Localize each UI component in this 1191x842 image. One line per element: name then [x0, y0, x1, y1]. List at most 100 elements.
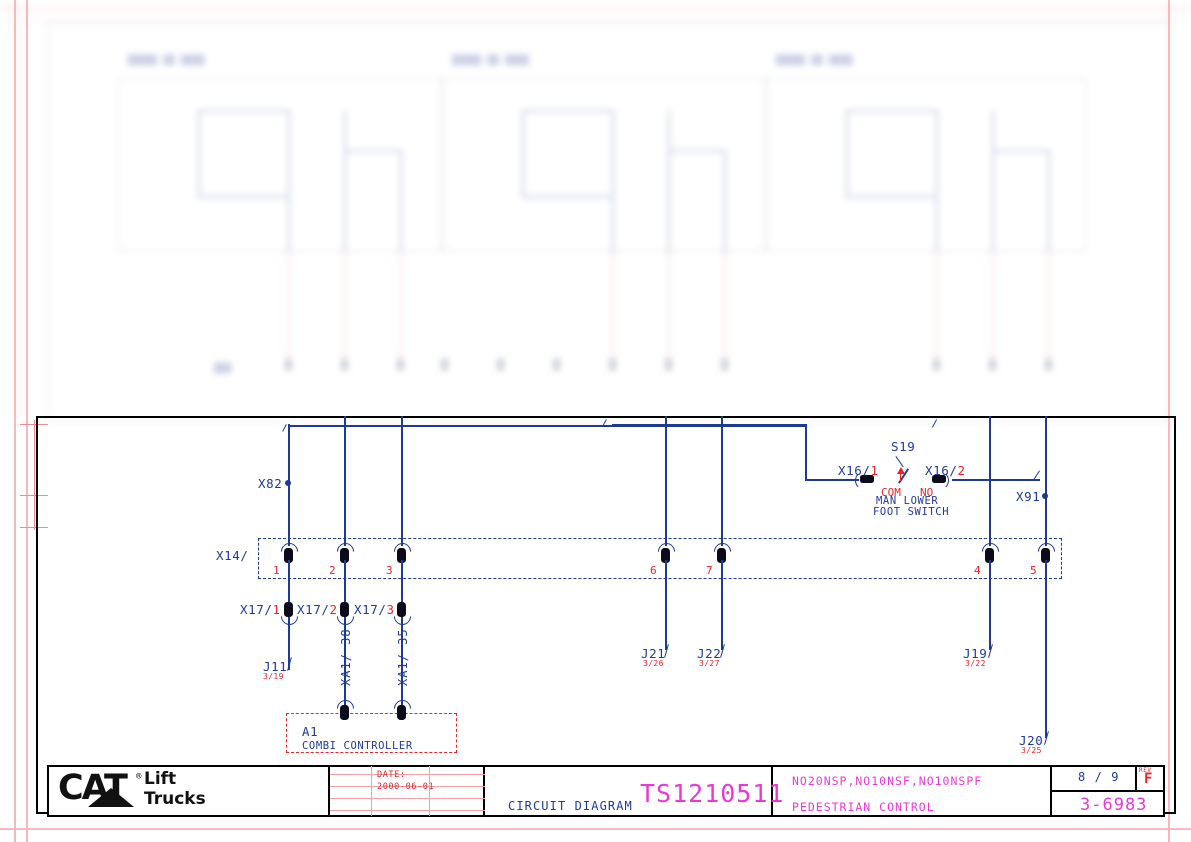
wire-x14-2-down	[344, 560, 346, 712]
s19-actuator-stem	[900, 472, 902, 481]
title-block	[47, 765, 1165, 817]
x16-2-pin	[932, 475, 946, 483]
wire-x14-7-down	[721, 560, 723, 650]
x14-pin-5-number: 5	[1030, 564, 1037, 577]
x17-1-pin	[284, 602, 293, 617]
label-j21: J21	[641, 646, 666, 661]
a1-pin-38	[340, 705, 349, 720]
label-x17-3: X17/3	[354, 602, 395, 617]
wire-x14-3-down	[401, 560, 403, 712]
a1-pin-35	[397, 705, 406, 720]
x17-2-pin	[340, 602, 349, 617]
s19-actuator-arrow-icon	[897, 467, 905, 474]
x14-pin-2-number: 2	[329, 564, 336, 577]
x14-pin-3	[397, 548, 406, 563]
margin-guide-right	[1168, 0, 1170, 842]
label-x17-3-prefix: X17/	[354, 602, 387, 617]
wire-col5-drop	[1045, 416, 1047, 546]
label-x82: X82	[258, 476, 283, 491]
node-x91	[1042, 493, 1048, 499]
x14-pin-6-number: 6	[650, 564, 657, 577]
x14-pin-1-number: 1	[273, 564, 280, 577]
model-list: NO20NSP,NO10NSF,NO10NSPF	[792, 774, 983, 788]
label-j21-ref: 3/26	[643, 659, 664, 668]
x14-pin-5	[1041, 548, 1050, 563]
logo-registered-icon: ®	[136, 772, 142, 782]
wire-x14-6-down	[665, 560, 667, 650]
faded-upper-schematic-overlay: █████ ██ ████ █████ ██ ████ █████ ██ ███…	[0, 0, 1191, 425]
label-j19-ref: 3/22	[965, 659, 986, 668]
label-x17-2-pin: 2	[329, 602, 338, 617]
margin-guide-left-inner	[26, 0, 28, 842]
wire-x16-2-to-x91	[952, 479, 1040, 481]
x14-pin-6	[661, 548, 670, 563]
logo-trucks-text: Trucks	[144, 789, 206, 809]
x14-pin-4-number: 4	[974, 564, 981, 577]
wire-col6-drop	[665, 416, 667, 546]
label-j20: J20	[1019, 733, 1044, 748]
tb-divider-5	[1050, 790, 1165, 792]
wire-tag-xa1-35: XA1/ 35	[396, 628, 410, 686]
wire-top-bus-left	[289, 425, 805, 427]
label-x17-2: X17/2	[297, 602, 338, 617]
margin-guide-bottom	[0, 828, 1191, 830]
caption-circuit-diagram: CIRCUIT DIAGRAM	[508, 799, 633, 813]
tb-divider-6	[1135, 767, 1137, 790]
tb-divider-2	[483, 767, 485, 815]
x14-pin-1	[284, 548, 293, 563]
label-j22: J22	[697, 646, 722, 661]
x14-pin-4	[985, 548, 994, 563]
margin-guide-left-outer	[14, 0, 16, 842]
label-switch-desc-2: FOOT SWITCH	[873, 506, 950, 518]
x14-pin-7	[717, 548, 726, 563]
wire-col2-drop	[344, 416, 346, 546]
wire-x14-4-down	[989, 560, 991, 650]
sheet-number: 8 / 9	[1078, 770, 1120, 784]
x16-1-pin	[860, 475, 874, 483]
label-com: COM	[881, 486, 901, 499]
rev-label: REV	[1139, 767, 1152, 774]
part-number: 3-6983	[1080, 795, 1148, 815]
drawing-number: TS1210511	[640, 779, 785, 808]
x16-2-shell-arc	[930, 471, 949, 490]
label-x17-1-prefix: X17/	[240, 602, 273, 617]
x16-1-shell-arc	[855, 471, 874, 490]
cat-lift-trucks-logo: CAT ® Lift Trucks	[58, 770, 218, 814]
wire-col3-drop	[401, 416, 403, 546]
rev-value: F	[1144, 771, 1154, 787]
wire-to-x16-1	[805, 479, 859, 481]
wire-col4-drop	[989, 416, 991, 546]
label-x16-1-pin: 1	[870, 463, 879, 478]
label-switch-desc-1: MAN LOWER	[876, 495, 939, 507]
logo-lift-text: Lift	[144, 769, 177, 789]
logo-triangle-icon	[88, 788, 134, 807]
wire-x91-up	[1045, 424, 1047, 480]
subject-title: PEDESTRIAN CONTROL	[792, 800, 935, 814]
x14-pin-2	[340, 548, 349, 563]
wire-top-bus-right	[612, 424, 805, 426]
node-x82	[285, 480, 291, 486]
wire-tag-xa1-38: XA1/ 38	[339, 628, 353, 686]
label-j11: J11	[263, 659, 288, 674]
connector-x14-body	[258, 538, 1062, 579]
wire-bus-down-to-switch	[805, 424, 807, 480]
label-s19: S19	[891, 439, 916, 454]
wire-x14-5-down	[1045, 560, 1047, 738]
label-x16-2-pin: 2	[957, 463, 966, 478]
label-no: NO	[920, 486, 934, 499]
label-x17-1: X17/1	[240, 602, 281, 617]
label-j11-ref: 3/19	[263, 672, 284, 681]
label-x14: X14/	[216, 548, 249, 563]
date-label: DATE:	[377, 770, 406, 780]
label-x17-2-prefix: X17/	[297, 602, 330, 617]
label-x17-3-pin: 3	[386, 602, 395, 617]
date-value: 2000-06-01	[377, 782, 435, 792]
x14-pin-3-number: 3	[386, 564, 393, 577]
label-a1-description: COMBI CONTROLLER	[302, 740, 413, 752]
label-x91: X91	[1016, 489, 1041, 504]
sheet-frame	[36, 416, 1176, 814]
margin-tick-v	[34, 420, 36, 530]
label-j20-ref: 3/25	[1021, 746, 1042, 755]
wire-col7-drop	[721, 416, 723, 546]
